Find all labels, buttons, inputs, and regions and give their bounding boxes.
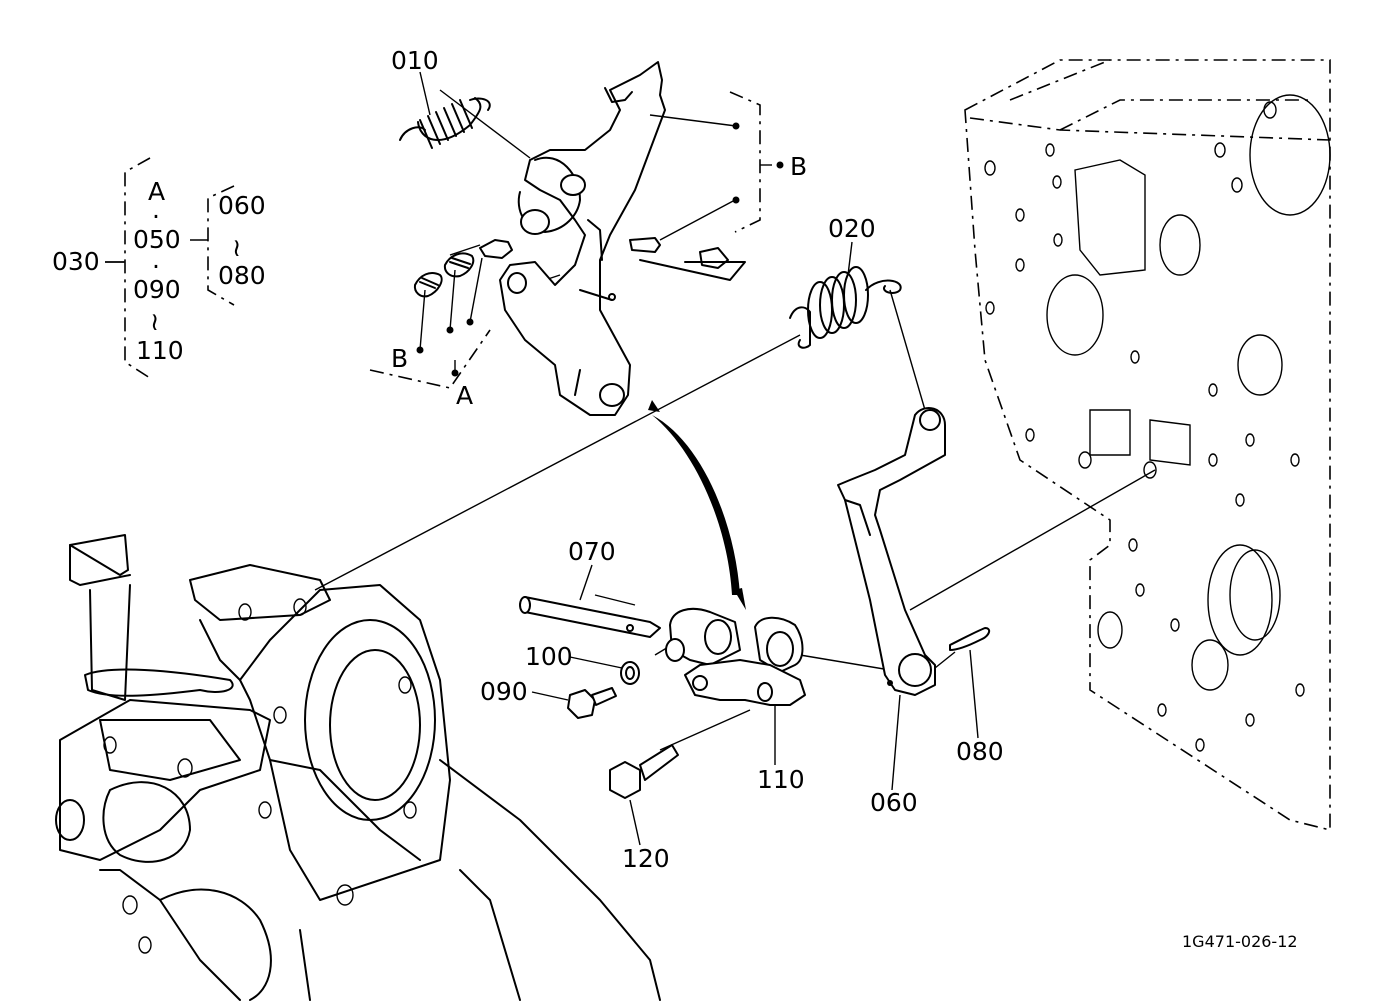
legend-range-2: ≀ [232,233,241,262]
bolt-090 [567,689,596,719]
spring-020 [789,266,902,349]
label-110: 110 [757,765,805,794]
label-080-legend: 080 [218,261,266,290]
label-leaders [105,71,979,846]
label-060-legend: 060 [218,191,266,220]
label-060: 060 [870,788,918,817]
group-bracket-A [369,257,491,389]
label-090-legend: 090 [133,275,181,304]
label-120: 120 [622,844,670,873]
shaft-070 [519,596,661,638]
drawing-code: 1G471-026-12 [1182,932,1298,951]
label-100: 100 [525,642,573,671]
label-070: 070 [568,537,616,566]
spring-010 [399,97,491,149]
bolt-120 [609,761,641,799]
small-parts [567,627,991,799]
holder-110 [665,607,806,706]
label-B: B [790,152,807,181]
label-B2: B [391,344,408,373]
group-bracket-B [649,91,784,233]
legend-dot-2: · [152,252,160,281]
assembly-arrow [648,400,746,610]
legend-dot-1: · [152,202,160,231]
washer-100 [620,661,640,685]
label-A-legend: A [148,177,165,206]
pin-080 [949,627,991,651]
legend-range-1: ≀ [150,307,159,336]
label-030: 030 [52,247,100,276]
part-labels: 010 020 030 050 060 060 070 080 080 090 … [52,46,1298,951]
label-090: 090 [480,677,528,706]
release-fork-assembly [413,61,746,416]
release-arm-060 [837,406,946,696]
label-020: 020 [828,214,876,243]
gear-case [55,534,661,1001]
label-050: 050 [133,225,181,254]
leader-lines [314,89,1156,751]
label-A: A [456,381,473,410]
label-080: 080 [956,737,1004,766]
label-110-legend: 110 [136,336,184,365]
engine-block [964,59,1331,832]
label-010: 010 [391,46,439,75]
